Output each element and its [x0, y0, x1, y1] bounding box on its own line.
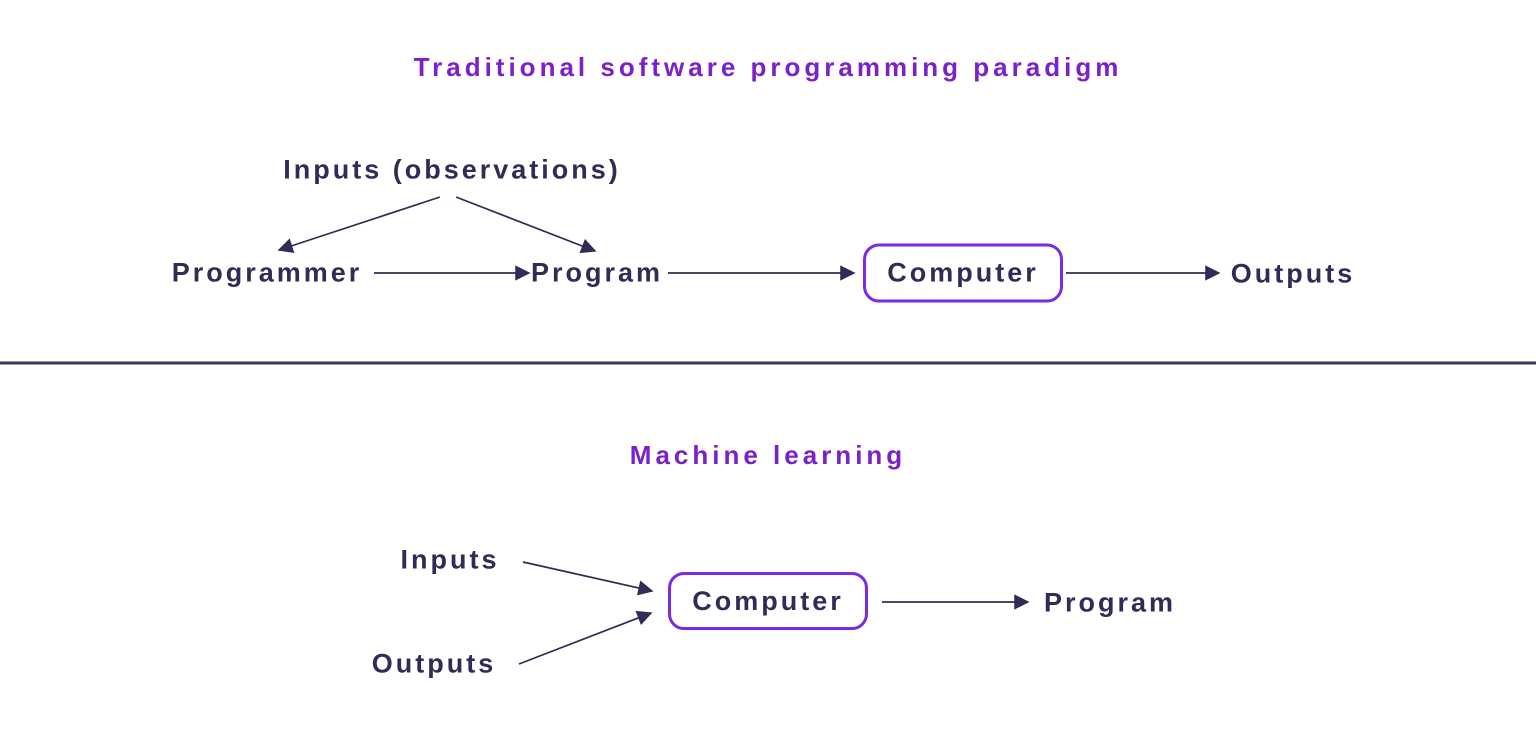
machine-learning-section-title: Machine learning — [629, 440, 907, 470]
node-ml-program: Program — [1043, 587, 1177, 618]
node-computer-label: Computer — [887, 257, 1039, 288]
arrow-ml-inputs-to-computer — [522, 561, 654, 596]
node-ml-computer-box: Computer — [668, 572, 868, 630]
traditional-section-title: Traditional software programming paradig… — [413, 52, 1123, 82]
node-inputs-observations: Inputs (observations) — [283, 154, 621, 185]
node-ml-computer-label: Computer — [692, 585, 844, 616]
node-computer-box: Computer — [863, 243, 1063, 303]
arrow-inputs-to-program — [455, 196, 597, 254]
node-ml-inputs: Inputs — [400, 544, 500, 575]
node-outputs: Outputs — [1230, 258, 1356, 289]
arrow-inputs-to-programmer — [277, 196, 441, 253]
node-programmer: Programmer — [171, 257, 363, 288]
node-ml-outputs: Outputs — [371, 648, 497, 679]
node-program: Program — [530, 257, 664, 288]
arrow-ml-outputs-to-computer — [518, 610, 653, 665]
